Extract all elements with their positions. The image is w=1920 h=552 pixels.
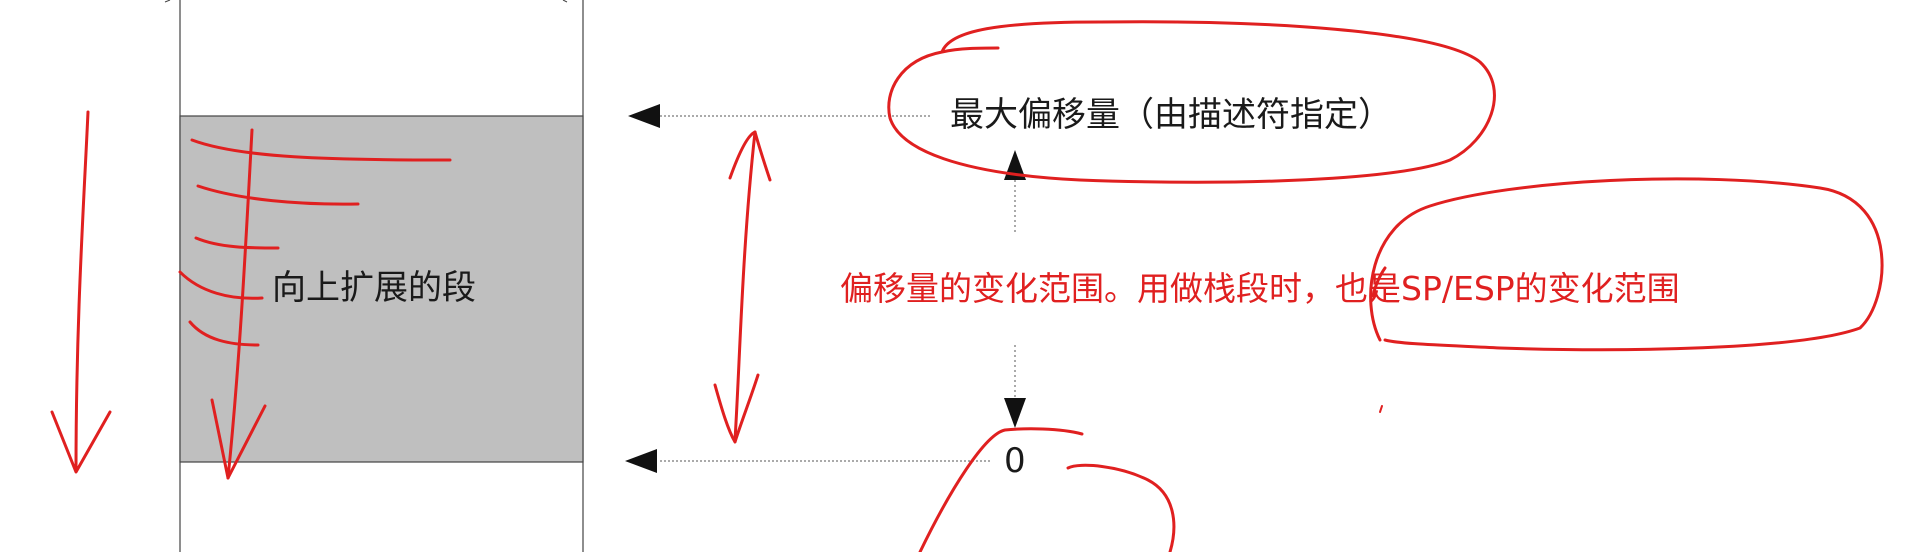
zero-oval-right: [1066, 463, 1176, 552]
offset-range-annotation: 偏移量的变化范围。用做栈段时，也是SP/ESP的变化范围: [840, 269, 1680, 308]
max-offset-oval: [887, 20, 1496, 184]
double-arrow-top-head: [728, 130, 772, 182]
max-offset-pointer-head: [628, 104, 660, 128]
zero-offset-label: 0: [1004, 441, 1026, 481]
boundary-pointers: [625, 104, 990, 473]
inner-down-arrow-head: [210, 398, 267, 480]
segment-label: 向上扩展的段: [272, 268, 476, 308]
sp-esp-oval: [1369, 177, 1884, 352]
zero-oval-left: [918, 427, 1084, 552]
zero-pointer-head: [625, 449, 657, 473]
stroke-mark-4: [178, 270, 264, 300]
stray-dot: [1379, 405, 1383, 413]
left-down-arrow-shaft: [74, 110, 90, 472]
stroke-mark-5: [188, 320, 260, 347]
segment-block: [179, 115, 584, 463]
stroke-mark-1: [190, 138, 452, 162]
comma-stroke: [1371, 266, 1387, 298]
top-left-tick: [164, 0, 171, 3]
inner-down-arrow-shaft: [226, 128, 254, 480]
handwritten-annotations: [50, 20, 1884, 552]
max-offset-label: 最大偏移量（由描述符指定）: [950, 95, 1392, 135]
range-down-head: [1004, 398, 1026, 428]
stroke-mark-3: [194, 236, 280, 250]
double-arrow-shaft: [733, 130, 757, 442]
stroke-mark-2: [196, 184, 360, 206]
top-right-tick: [562, 0, 568, 3]
double-arrow-bottom-head: [713, 373, 760, 444]
segment-column: [164, 0, 584, 552]
left-down-arrow-head: [50, 410, 112, 474]
